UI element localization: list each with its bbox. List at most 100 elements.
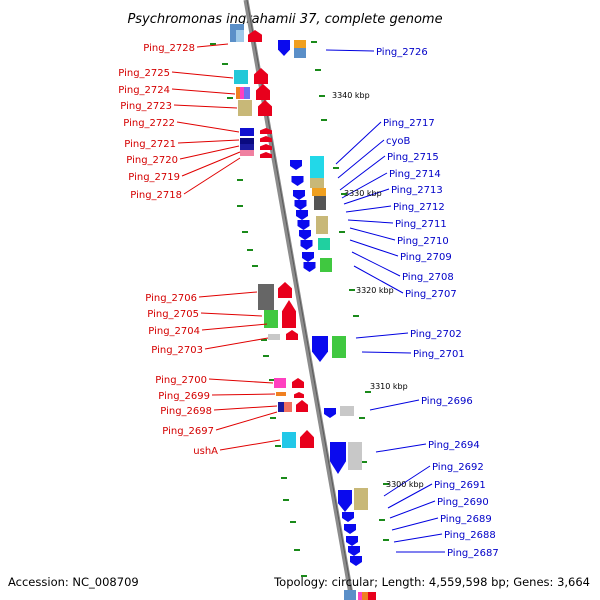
gene-label[interactable]: Ping_2698 — [160, 406, 212, 417]
gene-block — [362, 592, 368, 600]
forward-gene-arrow — [258, 100, 272, 116]
gene-block — [240, 128, 254, 136]
reverse-gene-arrow — [338, 490, 352, 512]
gene-label[interactable]: Ping_2696 — [421, 396, 473, 407]
leader-line — [343, 188, 390, 205]
forward-gene-arrow — [256, 84, 270, 100]
leader-line — [181, 151, 241, 177]
gene-label[interactable]: Ping_2689 — [440, 514, 492, 525]
leader-line — [196, 43, 229, 48]
gene-label[interactable]: Ping_2728 — [143, 43, 195, 54]
gene-label[interactable]: ushA — [193, 446, 218, 457]
forward-gene-arrow — [254, 68, 268, 84]
reverse-gene-arrow — [302, 252, 314, 262]
genome-summary-text: Topology: circular; Length: 4,559,598 bp… — [273, 575, 590, 589]
gene-block — [234, 70, 248, 84]
leader-line — [177, 139, 240, 144]
gene-label[interactable]: Ping_2717 — [383, 118, 435, 129]
leader-line — [361, 351, 412, 354]
leader-line — [219, 439, 281, 451]
gene-label[interactable]: Ping_2687 — [447, 548, 499, 559]
tick-mark — [383, 483, 389, 485]
gene-label[interactable]: Ping_2699 — [158, 391, 210, 402]
gene-label[interactable]: Ping_2718 — [130, 190, 182, 201]
gene-label[interactable]: Ping_2721 — [124, 139, 176, 150]
tick-mark — [270, 417, 276, 419]
gene-label[interactable]: cyoB — [386, 136, 411, 147]
reverse-gene-arrow — [278, 40, 290, 56]
gene-label[interactable]: Ping_2704 — [148, 326, 200, 337]
gene-label[interactable]: Ping_2705 — [147, 309, 199, 320]
gene-label[interactable]: Ping_2719 — [128, 172, 180, 183]
gene-label[interactable]: Ping_2711 — [395, 219, 447, 230]
tick-mark — [361, 461, 367, 463]
gene-label[interactable]: Ping_2714 — [389, 169, 441, 180]
gene-label[interactable]: Ping_2707 — [405, 289, 457, 300]
leader-line — [369, 399, 420, 411]
gene-label[interactable]: Ping_2712 — [393, 202, 445, 213]
gene-label[interactable]: Ping_2709 — [400, 252, 452, 263]
gene-label[interactable]: Ping_2724 — [118, 85, 170, 96]
gene-block — [244, 87, 250, 99]
feature-blocks — [230, 24, 376, 600]
gene-label[interactable]: Ping_2697 — [162, 426, 214, 437]
right-gene-labels: Ping_2726 Ping_2717 cyoB Ping_2715 Ping_… — [376, 47, 499, 559]
leader-line — [349, 227, 396, 241]
gene-block — [278, 402, 284, 412]
leader-line — [213, 405, 278, 411]
gene-label[interactable]: Ping_2725 — [118, 68, 170, 79]
forward-gene-arrow — [296, 400, 308, 412]
forward-gene-arrow — [260, 144, 272, 150]
gene-label[interactable]: Ping_2715 — [387, 152, 439, 163]
gene-label[interactable]: Ping_2708 — [402, 272, 454, 283]
gene-label[interactable]: Ping_2691 — [434, 480, 486, 491]
tick-mark — [261, 339, 267, 341]
forward-gene-arrow — [260, 152, 272, 158]
tick-mark — [333, 167, 339, 169]
tick-mark — [365, 391, 371, 393]
gene-label[interactable]: Ping_2701 — [413, 349, 465, 360]
gene-label[interactable]: Ping_2692 — [432, 462, 484, 473]
gene-block — [320, 258, 332, 272]
gene-label[interactable]: Ping_2690 — [437, 497, 489, 508]
gene-block — [276, 392, 286, 396]
gene-label[interactable]: Ping_2710 — [397, 236, 449, 247]
gene-label[interactable]: Ping_2694 — [428, 440, 480, 451]
tick-mark — [301, 575, 307, 577]
scale-label: 3300 kbp — [386, 480, 424, 489]
tick-mark — [311, 41, 317, 43]
gene-label[interactable]: Ping_2706 — [145, 293, 197, 304]
gene-label[interactable]: Ping_2720 — [126, 155, 178, 166]
leader-line — [173, 104, 238, 109]
gene-block — [316, 216, 328, 234]
gene-block — [332, 336, 346, 358]
tick-mark — [283, 499, 289, 501]
scale-label: 3320 kbp — [356, 286, 394, 295]
tick-mark — [222, 63, 228, 65]
gene-label[interactable]: Ping_2713 — [391, 185, 443, 196]
leader-line — [339, 155, 386, 191]
tick-mark — [242, 231, 248, 233]
gene-label[interactable]: Ping_2700 — [155, 375, 207, 386]
gene-block — [284, 402, 292, 412]
gene-label[interactable]: Ping_2702 — [410, 329, 462, 340]
tick-marks — [210, 41, 389, 577]
gene-block — [240, 150, 254, 156]
reverse-gene-arrow — [324, 408, 336, 418]
gene-label[interactable]: Ping_2722 — [123, 118, 175, 129]
gene-label[interactable]: Ping_2726 — [376, 47, 428, 58]
reverse-gene-arrow — [297, 220, 310, 230]
gene-block — [314, 196, 326, 210]
gene-block — [240, 138, 254, 144]
forward-gene-arrow — [294, 392, 304, 398]
leader-line — [335, 121, 382, 165]
tick-mark — [353, 315, 359, 317]
reverse-gene-arrow — [348, 546, 360, 556]
gene-block — [258, 284, 274, 310]
gene-label[interactable]: Ping_2703 — [151, 345, 203, 356]
tick-mark — [341, 193, 347, 195]
gene-label[interactable]: Ping_2688 — [444, 530, 496, 541]
scale-labels: 3340 kbp 3330 kbp 3320 kbp 3310 kbp 3300… — [332, 91, 424, 489]
tick-mark — [269, 379, 275, 381]
gene-label[interactable]: Ping_2723 — [120, 101, 172, 112]
